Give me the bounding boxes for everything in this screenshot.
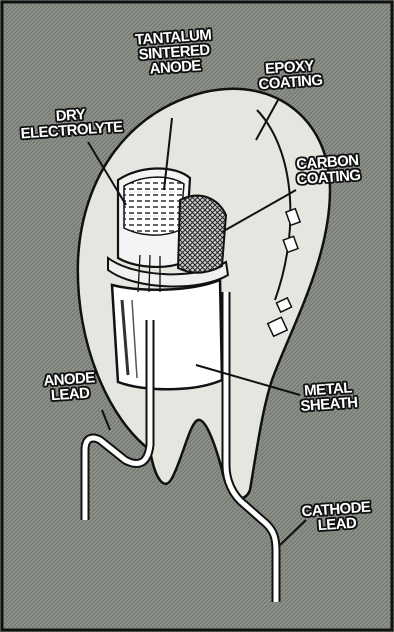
label-dry-electrolyte: DRY ELECTROLYTE <box>19 104 123 141</box>
label-tantalum-sintered-anode: TANTALUM SINTERED ANODE <box>135 27 214 77</box>
label-metal-sheath: METAL SHEATH <box>299 380 358 414</box>
label-anode-lead: ANODE LEAD <box>43 370 96 403</box>
carbon-coating <box>178 196 226 273</box>
tantalum-anode <box>124 177 184 235</box>
label-epoxy-coating: EPOXY COATING <box>257 58 323 92</box>
label-cathode-lead: CATHODE LEAD <box>301 500 372 535</box>
label-carbon-coating: CARBON COATING <box>295 153 361 187</box>
